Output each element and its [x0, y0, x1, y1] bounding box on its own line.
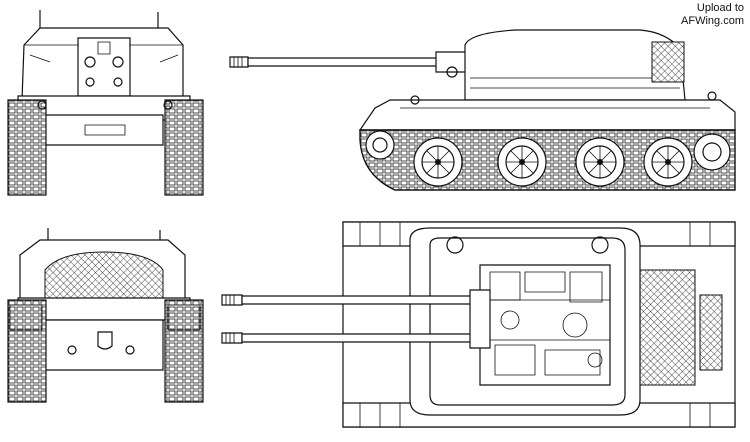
front-view — [8, 10, 203, 195]
side-view — [230, 30, 735, 190]
watermark: Upload to AFWing.com — [624, 2, 744, 28]
watermark-line-2: AFWing.com — [681, 15, 744, 27]
top-view — [222, 222, 735, 427]
rear-view — [8, 228, 203, 402]
watermark-line-1: Upload to — [696, 2, 744, 14]
